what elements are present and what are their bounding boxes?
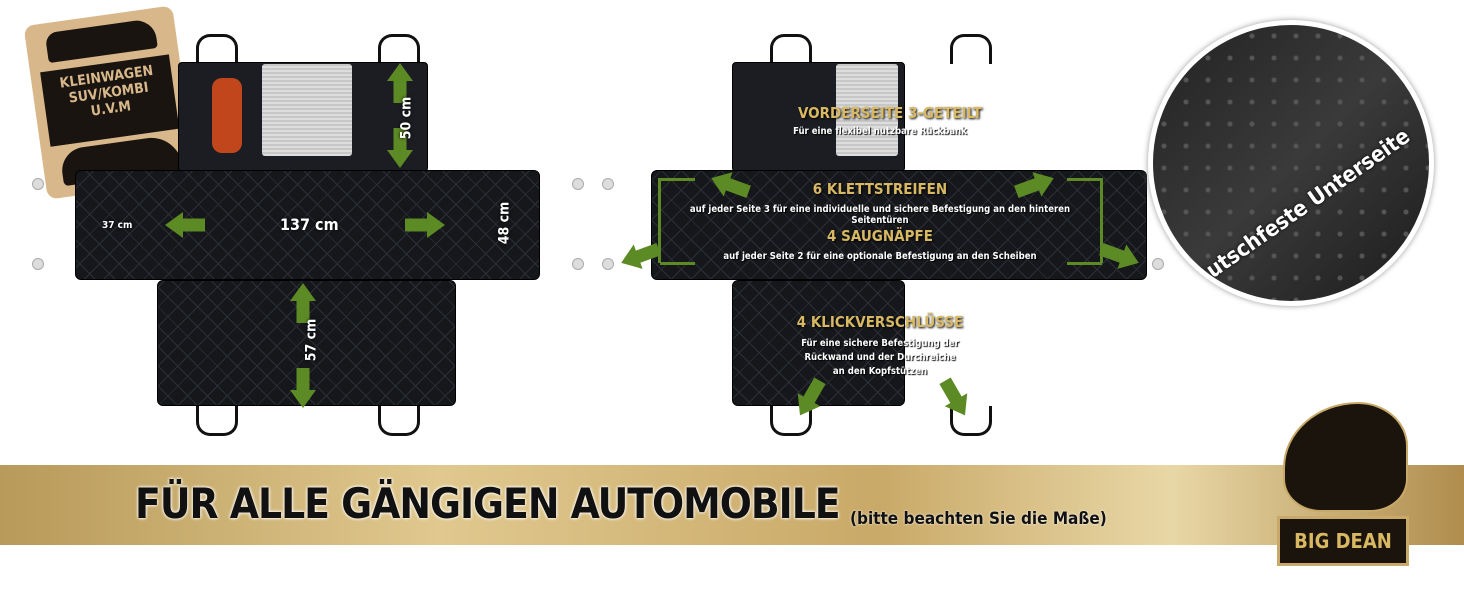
feature-title: 4 SAUGNÄPFE xyxy=(827,227,933,245)
car-silhouette-icon xyxy=(44,18,158,64)
feature-text: Für eine sichere Befestigung der Rückwan… xyxy=(801,338,959,377)
feature-title: 4 KLICKVERSCHLÜSSE xyxy=(796,313,964,331)
feature-text: Für eine flexibel nutzbare Rückbank xyxy=(793,126,967,137)
width-dimension: 137 cm xyxy=(280,215,339,234)
banner-note: (bitte beachten Sie die Maße) xyxy=(850,509,1107,529)
brand-name: BIG DEAN xyxy=(1294,529,1392,553)
bison-icon xyxy=(1283,402,1408,512)
side-flap-dimension: 37 cm xyxy=(102,220,133,231)
banner-headline: FÜR ALLE GÄNGIGEN AUTOMOBILE xyxy=(135,479,841,528)
non-slip-underside-closeup: Rutschfeste Unterseite xyxy=(1148,20,1434,306)
feature-title: VORDERSEITE 3-GETEILT xyxy=(798,104,982,122)
back-height-dimension: 50 cm xyxy=(398,96,415,140)
front-length-dimension: 57 cm xyxy=(303,318,320,362)
flap-height-dimension: 48 cm xyxy=(496,201,513,245)
headline-banner: FÜR ALLE GÄNGIGEN AUTOMOBILE (bitte beac… xyxy=(0,465,1464,545)
feature-title: 6 KLETTSTREIFEN xyxy=(812,180,948,198)
feature-text: auf jeder Seite 3 für eine individuelle … xyxy=(689,204,1071,226)
brand-logo: BIG DEAN xyxy=(1275,398,1410,570)
underside-label: Rutschfeste Unterseite xyxy=(1189,124,1415,293)
feature-text: auf jeder Seite 2 für eine optionale Bef… xyxy=(723,251,1037,262)
